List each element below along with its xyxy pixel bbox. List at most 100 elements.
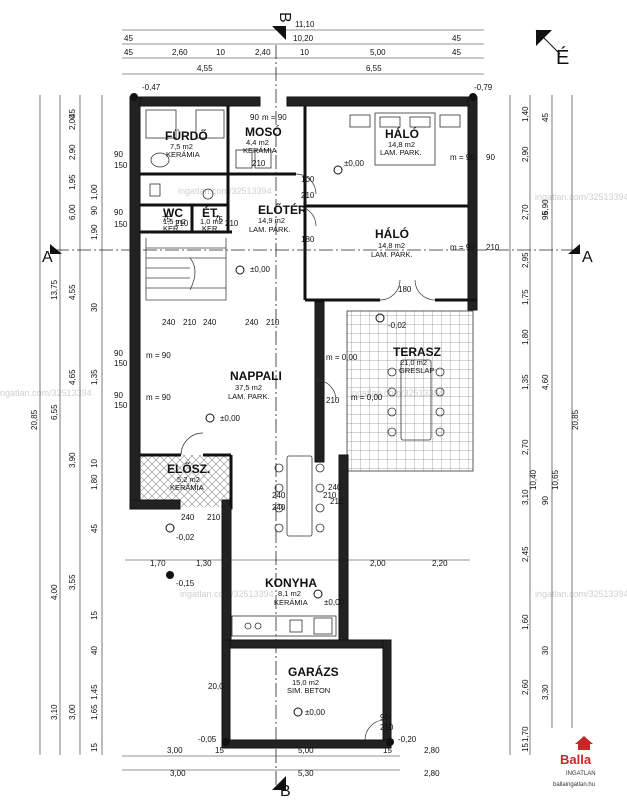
room-area-et: 1,0 m2 — [200, 217, 223, 226]
watermark-2: ingatlan.com/32513394 — [0, 388, 92, 398]
dim-left-inner-14: 3,90 — [68, 452, 77, 468]
opening-label-40: m = 0,00 — [326, 353, 358, 362]
north-arrow: É — [535, 29, 569, 69]
left-dimensions: 20,85 13,75 6,55 4,00 3,10 452,902,001,9… — [30, 109, 99, 752]
staircase — [145, 238, 227, 301]
level-garazs: ±0,00 — [305, 708, 326, 717]
room-area-konyha: 8,1 m2 — [278, 589, 301, 598]
dim-top-a5: 10 — [300, 48, 309, 57]
room-floor-wc: KER. — [163, 224, 181, 233]
section-b-top: B — [276, 12, 293, 23]
bottom-dimensions: 3,00 15 5,00 15 2,80 3,00 5,30 2,80 1,70… — [150, 559, 448, 778]
dim-top-a8: 45 — [124, 48, 133, 57]
dim-mid-m1: 1,70 — [150, 559, 166, 568]
dim-left-inner-10: 1,35 — [90, 369, 99, 385]
dim-top-a1: 45 — [124, 34, 133, 43]
room-name-wc: WC — [163, 206, 183, 220]
dim-left-inner-4: 6,00 — [68, 204, 77, 220]
room-area-garazs: 15,0 m2 — [292, 678, 319, 687]
opening-label-15: 210 — [207, 513, 221, 522]
dim-bottom-a4: 15 — [383, 746, 392, 755]
level-top-left: -0,47 — [142, 83, 161, 92]
room-area-furdo: 7,5 m2 — [170, 142, 193, 151]
dim-top-inner: 10,20 — [293, 34, 314, 43]
room-floor-garazs: SIM. BETON — [287, 686, 330, 695]
dim-right-inner-6: 2,95 — [521, 252, 530, 268]
watermarks: ingatlan.com/32513394 ingatlan.com/32513… — [0, 186, 627, 599]
dim-top-a7: 45 — [452, 34, 461, 43]
dim-left-inner-17: 40 — [90, 646, 99, 655]
dim-right-inner-8: 1,80 — [521, 329, 530, 345]
dim-right-inner-13: 90 — [541, 496, 550, 505]
opening-label-30: 210 — [252, 159, 266, 168]
dim-left-inner-6: 90 — [90, 206, 99, 215]
dim-bottom-a2: 15 — [215, 746, 224, 755]
opening-label-6: 90 — [114, 391, 123, 400]
dim-mid-m3: 2,00 — [370, 559, 386, 568]
dim-right-total: 20,85 — [571, 409, 580, 430]
dim-mid-m4: 2,20 — [432, 559, 448, 568]
opening-label-24: 210 — [486, 243, 500, 252]
dim-bottom-b1: 3,00 — [170, 769, 186, 778]
level-nappali-top: ±0,00 — [250, 265, 271, 274]
opening-label-8: 240 — [162, 318, 176, 327]
walls — [129, 96, 478, 749]
opening-label-1: 150 — [114, 161, 128, 170]
dim-bottom-a3: 5,00 — [298, 746, 314, 755]
room-area-wc: 1,5 m2 — [163, 217, 186, 226]
dim-left-c: 4,00 — [50, 584, 59, 600]
room-floor-halo2: LAM. PARK. — [371, 250, 413, 259]
dim-left-inner-15: 45 — [90, 524, 99, 533]
opening-label-5: 150 — [114, 359, 128, 368]
dim-bottom-a5: 2,80 — [424, 746, 440, 755]
section-markers: A A B B — [42, 12, 593, 800]
level-elosz: -0,02 — [176, 533, 195, 542]
left-inner-dims: 452,902,001,956,001,00901,904,55301,354,… — [68, 109, 99, 752]
level-terasz: -0,02 — [388, 321, 407, 330]
dim-left-inner-19: 3,00 — [68, 704, 77, 720]
opening-label-33: 90 — [380, 713, 389, 722]
brand-logo: Balla INGATLAN ballaingatlan.hu — [551, 728, 621, 794]
level-top-right: -0,79 — [474, 83, 493, 92]
level-konyha-side: -0,15 — [176, 579, 195, 588]
level-markers: -0,47 -0,79 ±0,00 ±0,00 ±0,00 -0,02 -0,0… — [130, 83, 493, 746]
opening-label-3: 150 — [114, 220, 128, 229]
opening-label-4: 90 — [114, 349, 123, 358]
dim-left-inner-20: 15 — [90, 611, 99, 620]
opening-label-28: 210 — [225, 219, 239, 228]
room-name-elosz: ELŐSZ. — [167, 461, 210, 476]
dim-left-inner-7: 1,90 — [90, 224, 99, 240]
opening-label-27: 75 — [214, 215, 223, 224]
room-area-terasz: 21,0 m2 — [400, 358, 427, 367]
dining-tables — [274, 359, 445, 537]
dim-left-inner-3: 1,95 — [68, 174, 77, 190]
dim-right-inner-16: 30 — [541, 646, 550, 655]
room-area-moso: 4,4 m2 — [246, 138, 269, 147]
dim-left-inner-9: 30 — [90, 303, 99, 312]
dim-top-a2: 2,60 — [172, 48, 188, 57]
watermark-1: ingatlan.com/32513394 — [178, 186, 272, 196]
room-name-halo1: HÁLÓ — [385, 126, 419, 141]
room-floor-eloter: LAM. PARK. — [249, 225, 291, 234]
level-halo1: ±0,00 — [344, 159, 365, 168]
opening-label-10: 240 — [203, 318, 217, 327]
dim-top-total: 11,10 — [295, 20, 315, 29]
dim-left-inner-13: 1,80 — [90, 474, 99, 490]
level-bottom-right: -0,20 — [398, 735, 417, 744]
partitions — [140, 106, 477, 507]
opening-label-19: 100 — [301, 175, 315, 184]
opening-label-37: m = 90 — [450, 243, 475, 252]
elosz-hatch — [141, 455, 231, 507]
section-a-right: A — [582, 249, 593, 266]
axis-lines — [55, 45, 575, 790]
room-area-elosz: 5,2 m2 — [177, 475, 200, 484]
dim-bottom-a1: 3,00 — [167, 746, 183, 755]
dim-left-inner-11: 4,65 — [68, 369, 77, 385]
opening-label-35: m = 90 — [262, 113, 287, 122]
dim-left-b: 6,55 — [50, 404, 59, 420]
opening-label-34: 210 — [380, 723, 394, 732]
room-area-halo2: 14,8 m2 — [378, 241, 405, 250]
dim-right-inner-10: 1,35 — [521, 374, 530, 390]
